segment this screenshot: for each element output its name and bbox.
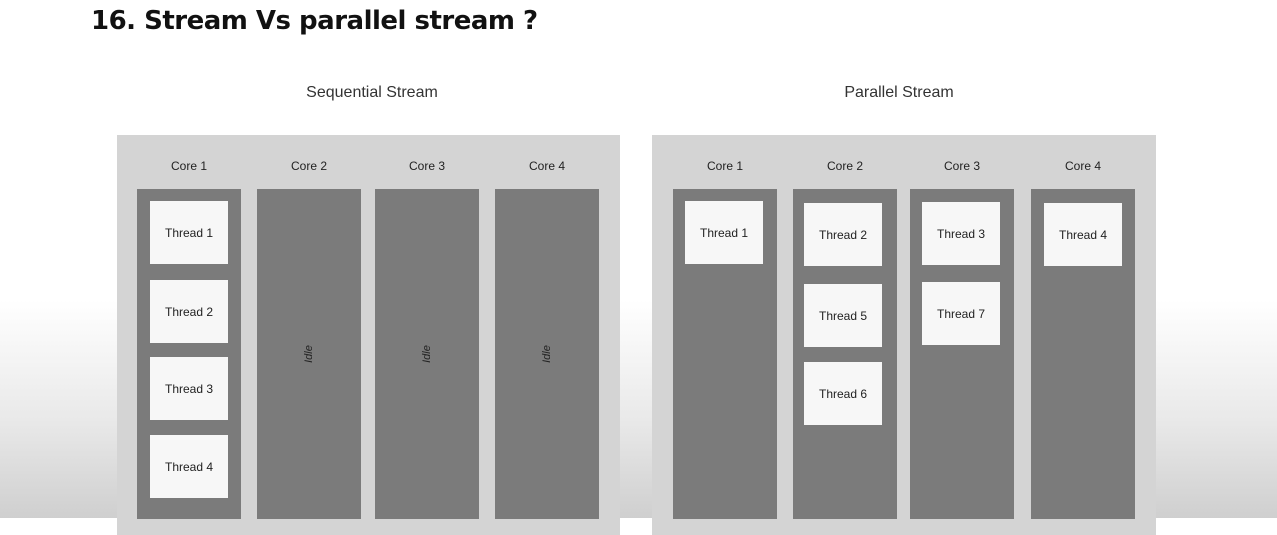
thread-box: Thread 6 — [804, 362, 882, 425]
parallel-core-4-column: Thread 4 — [1031, 189, 1135, 519]
sequential-core-3-column: Idle — [375, 189, 479, 519]
sequential-core-label: Core 4 — [528, 159, 566, 173]
thread-box: Thread 1 — [685, 201, 763, 264]
idle-label: Idle — [303, 345, 315, 363]
sequential-title: Sequential Stream — [306, 84, 438, 101]
parallel-core-2-column: Thread 2 Thread 5 Thread 6 — [793, 189, 897, 519]
idle-label: Idle — [421, 345, 433, 363]
parallel-core-label: Core 3 — [943, 159, 981, 173]
idle-label: Idle — [541, 345, 553, 363]
parallel-core-3-column: Thread 3 Thread 7 — [910, 189, 1014, 519]
thread-box: Thread 7 — [922, 282, 1000, 345]
parallel-core-label: Core 4 — [1064, 159, 1102, 173]
sequential-core-2-column: Idle — [257, 189, 361, 519]
thread-box: Thread 3 — [150, 357, 228, 420]
sequential-core-1-column: Thread 1 Thread 2 Thread 3 Thread 4 — [137, 189, 241, 519]
thread-box: Thread 3 — [922, 202, 1000, 265]
thread-box: Thread 4 — [150, 435, 228, 498]
parallel-core-label: Core 1 — [706, 159, 744, 173]
thread-box: Thread 5 — [804, 284, 882, 347]
parallel-core-label: Core 2 — [826, 159, 864, 173]
sequential-core-label: Core 3 — [408, 159, 446, 173]
sequential-core-label: Core 1 — [170, 159, 208, 173]
sequential-core-label: Core 2 — [290, 159, 328, 173]
parallel-core-1-column: Thread 1 — [673, 189, 777, 519]
thread-box: Thread 1 — [150, 201, 228, 264]
parallel-title: Parallel Stream — [844, 84, 954, 101]
sequential-core-4-column: Idle — [495, 189, 599, 519]
thread-box: Thread 4 — [1044, 203, 1122, 266]
thread-box: Thread 2 — [150, 280, 228, 343]
thread-box: Thread 2 — [804, 203, 882, 266]
slide-title: 16. Stream Vs parallel stream ? — [91, 6, 538, 36]
